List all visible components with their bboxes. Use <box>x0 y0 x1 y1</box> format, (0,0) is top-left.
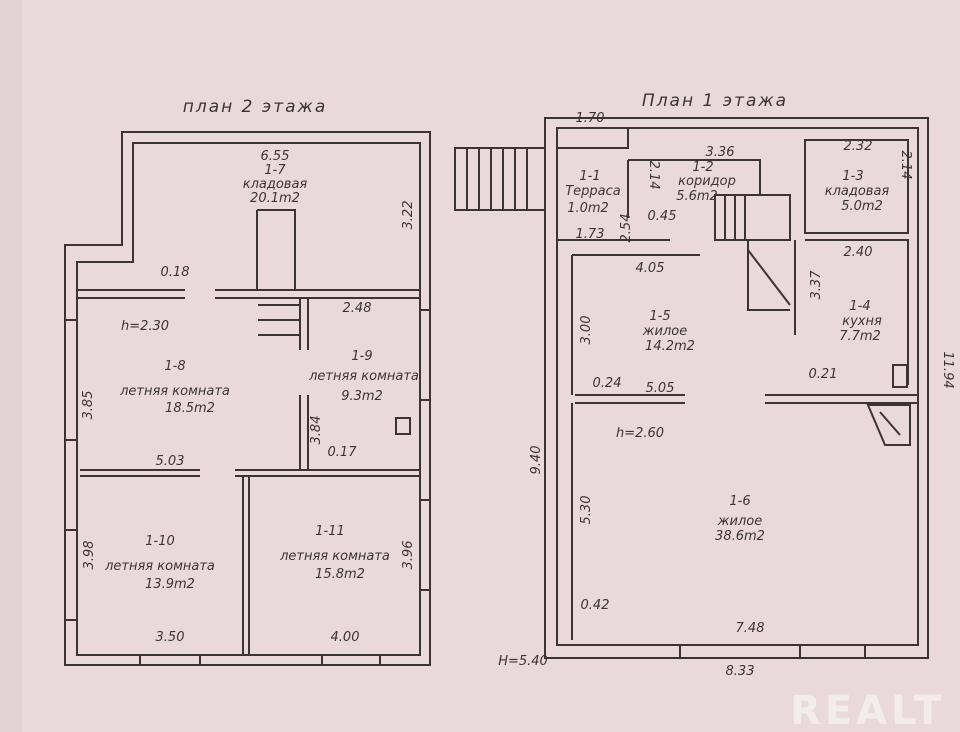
room-1-8: 1-8 летняя комната 18.5m2 <box>119 359 230 416</box>
svg-text:5.05: 5.05 <box>646 381 675 396</box>
svg-text:H=5.40: H=5.40 <box>498 654 548 669</box>
svg-text:8.33: 8.33 <box>726 664 755 679</box>
svg-text:7.7m2: 7.7m2 <box>839 329 881 344</box>
svg-text:жилое: жилое <box>717 514 762 529</box>
svg-text:3.36: 3.36 <box>706 145 735 160</box>
svg-text:5.6m2: 5.6m2 <box>676 189 718 204</box>
svg-text:1-1: 1-1 <box>579 169 600 184</box>
svg-text:5.0m2: 5.0m2 <box>841 199 883 214</box>
room-1-2: 3.36 1-2 коридор 5.6m2 <box>676 145 736 204</box>
svg-text:0.18: 0.18 <box>161 265 190 280</box>
svg-text:4.05: 4.05 <box>636 261 665 276</box>
svg-text:9.40: 9.40 <box>529 446 544 475</box>
svg-text:летняя комната: летняя комната <box>104 559 215 574</box>
svg-text:жилое: жилое <box>642 324 687 339</box>
room-1-4: 2.40 1-4 кухня 7.7m2 <box>839 245 882 344</box>
floor2-dimensions: 3.22 0.18 h=2.30 3.85 3.84 0.17 5.03 3.9… <box>81 201 416 645</box>
svg-text:11.94: 11.94 <box>940 351 955 388</box>
room-1-10: 1-10 летняя комната 13.9m2 <box>104 534 215 592</box>
svg-text:1.73: 1.73 <box>576 227 605 242</box>
svg-text:2.40: 2.40 <box>844 245 873 260</box>
room-1-6: 1-6 жилое 38.6m2 <box>715 494 765 544</box>
svg-text:кладовая: кладовая <box>825 184 890 199</box>
svg-text:1-10: 1-10 <box>145 534 175 549</box>
room-1-1: 1-1 Терраса 1.0m2 <box>565 169 621 216</box>
svg-text:6.55: 6.55 <box>261 149 290 164</box>
svg-text:Терраса: Терраса <box>565 184 621 199</box>
svg-text:h=2.60: h=2.60 <box>616 426 664 441</box>
room-1-5: 4.05 1-5 жилое 14.2m2 <box>636 261 695 354</box>
svg-text:18.5m2: 18.5m2 <box>165 401 215 416</box>
svg-text:летняя комната: летняя комната <box>119 384 230 399</box>
svg-text:3.00: 3.00 <box>579 316 594 345</box>
svg-text:3.22: 3.22 <box>401 201 416 230</box>
page-edge <box>0 0 22 732</box>
room-1-9: 2.48 1-9 летняя комната 9.3m2 <box>308 301 419 404</box>
svg-text:2.14: 2.14 <box>898 151 913 180</box>
room-1-11: 1-11 летняя комната 15.8m2 <box>279 524 390 582</box>
svg-text:1-7: 1-7 <box>264 163 286 178</box>
svg-text:летняя комната: летняя комната <box>308 369 419 384</box>
svg-text:4.00: 4.00 <box>331 630 360 645</box>
svg-text:0.45: 0.45 <box>648 209 677 224</box>
realt-watermark: REALT <box>790 688 945 732</box>
svg-text:0.42: 0.42 <box>581 598 610 613</box>
svg-text:h=2.30: h=2.30 <box>121 319 169 334</box>
svg-text:3.96: 3.96 <box>401 541 416 570</box>
svg-text:7.48: 7.48 <box>736 621 765 636</box>
floor1-title: План 1 этажа <box>642 91 788 111</box>
floor2-walls <box>64 131 431 666</box>
svg-text:1-8: 1-8 <box>164 359 185 374</box>
svg-text:0.24: 0.24 <box>593 376 622 391</box>
svg-text:1-9: 1-9 <box>351 349 372 364</box>
svg-text:9.3m2: 9.3m2 <box>341 389 383 404</box>
svg-text:1-2: 1-2 <box>692 160 713 175</box>
svg-text:1-5: 1-5 <box>649 309 670 324</box>
svg-text:1-3: 1-3 <box>842 169 863 184</box>
svg-text:15.8m2: 15.8m2 <box>315 567 365 582</box>
floor1-walls <box>454 117 929 659</box>
room-1-7: 6.55 1-7 кладовая 20.1m2 <box>243 149 308 206</box>
svg-text:20.1m2: 20.1m2 <box>250 191 300 206</box>
svg-text:1.70: 1.70 <box>576 111 605 126</box>
svg-text:38.6m2: 38.6m2 <box>715 529 765 544</box>
svg-text:1.0m2: 1.0m2 <box>567 201 609 216</box>
svg-text:3.85: 3.85 <box>81 391 96 420</box>
svg-text:13.9m2: 13.9m2 <box>145 577 195 592</box>
svg-text:1-4: 1-4 <box>849 299 870 314</box>
svg-text:3.98: 3.98 <box>82 541 97 570</box>
svg-text:2.32: 2.32 <box>844 139 873 154</box>
svg-text:0.21: 0.21 <box>809 367 838 382</box>
svg-text:коридор: коридор <box>678 174 736 189</box>
floor2-title: план 2 этажа <box>183 97 328 117</box>
svg-text:3.50: 3.50 <box>156 630 185 645</box>
svg-text:1-11: 1-11 <box>315 524 345 539</box>
svg-text:летняя комната: летняя комната <box>279 549 390 564</box>
svg-text:14.2m2: 14.2m2 <box>645 339 695 354</box>
svg-text:5.03: 5.03 <box>156 454 185 469</box>
svg-text:5.30: 5.30 <box>579 496 594 525</box>
svg-text:2.48: 2.48 <box>343 301 372 316</box>
svg-text:кухня: кухня <box>842 314 882 329</box>
svg-text:2.54: 2.54 <box>619 214 634 243</box>
svg-text:2.14: 2.14 <box>646 161 661 190</box>
svg-text:3.37: 3.37 <box>809 270 824 300</box>
floor1-dimensions: 1.70 2.14 2.14 2.54 0.45 1.73 3.37 3.00 … <box>498 111 955 679</box>
svg-text:кладовая: кладовая <box>243 177 308 192</box>
svg-text:0.17: 0.17 <box>328 445 358 460</box>
svg-text:3.84: 3.84 <box>309 416 324 445</box>
svg-text:1-6: 1-6 <box>729 494 750 509</box>
room-1-3: 2.32 1-3 кладовая 5.0m2 <box>825 139 890 214</box>
